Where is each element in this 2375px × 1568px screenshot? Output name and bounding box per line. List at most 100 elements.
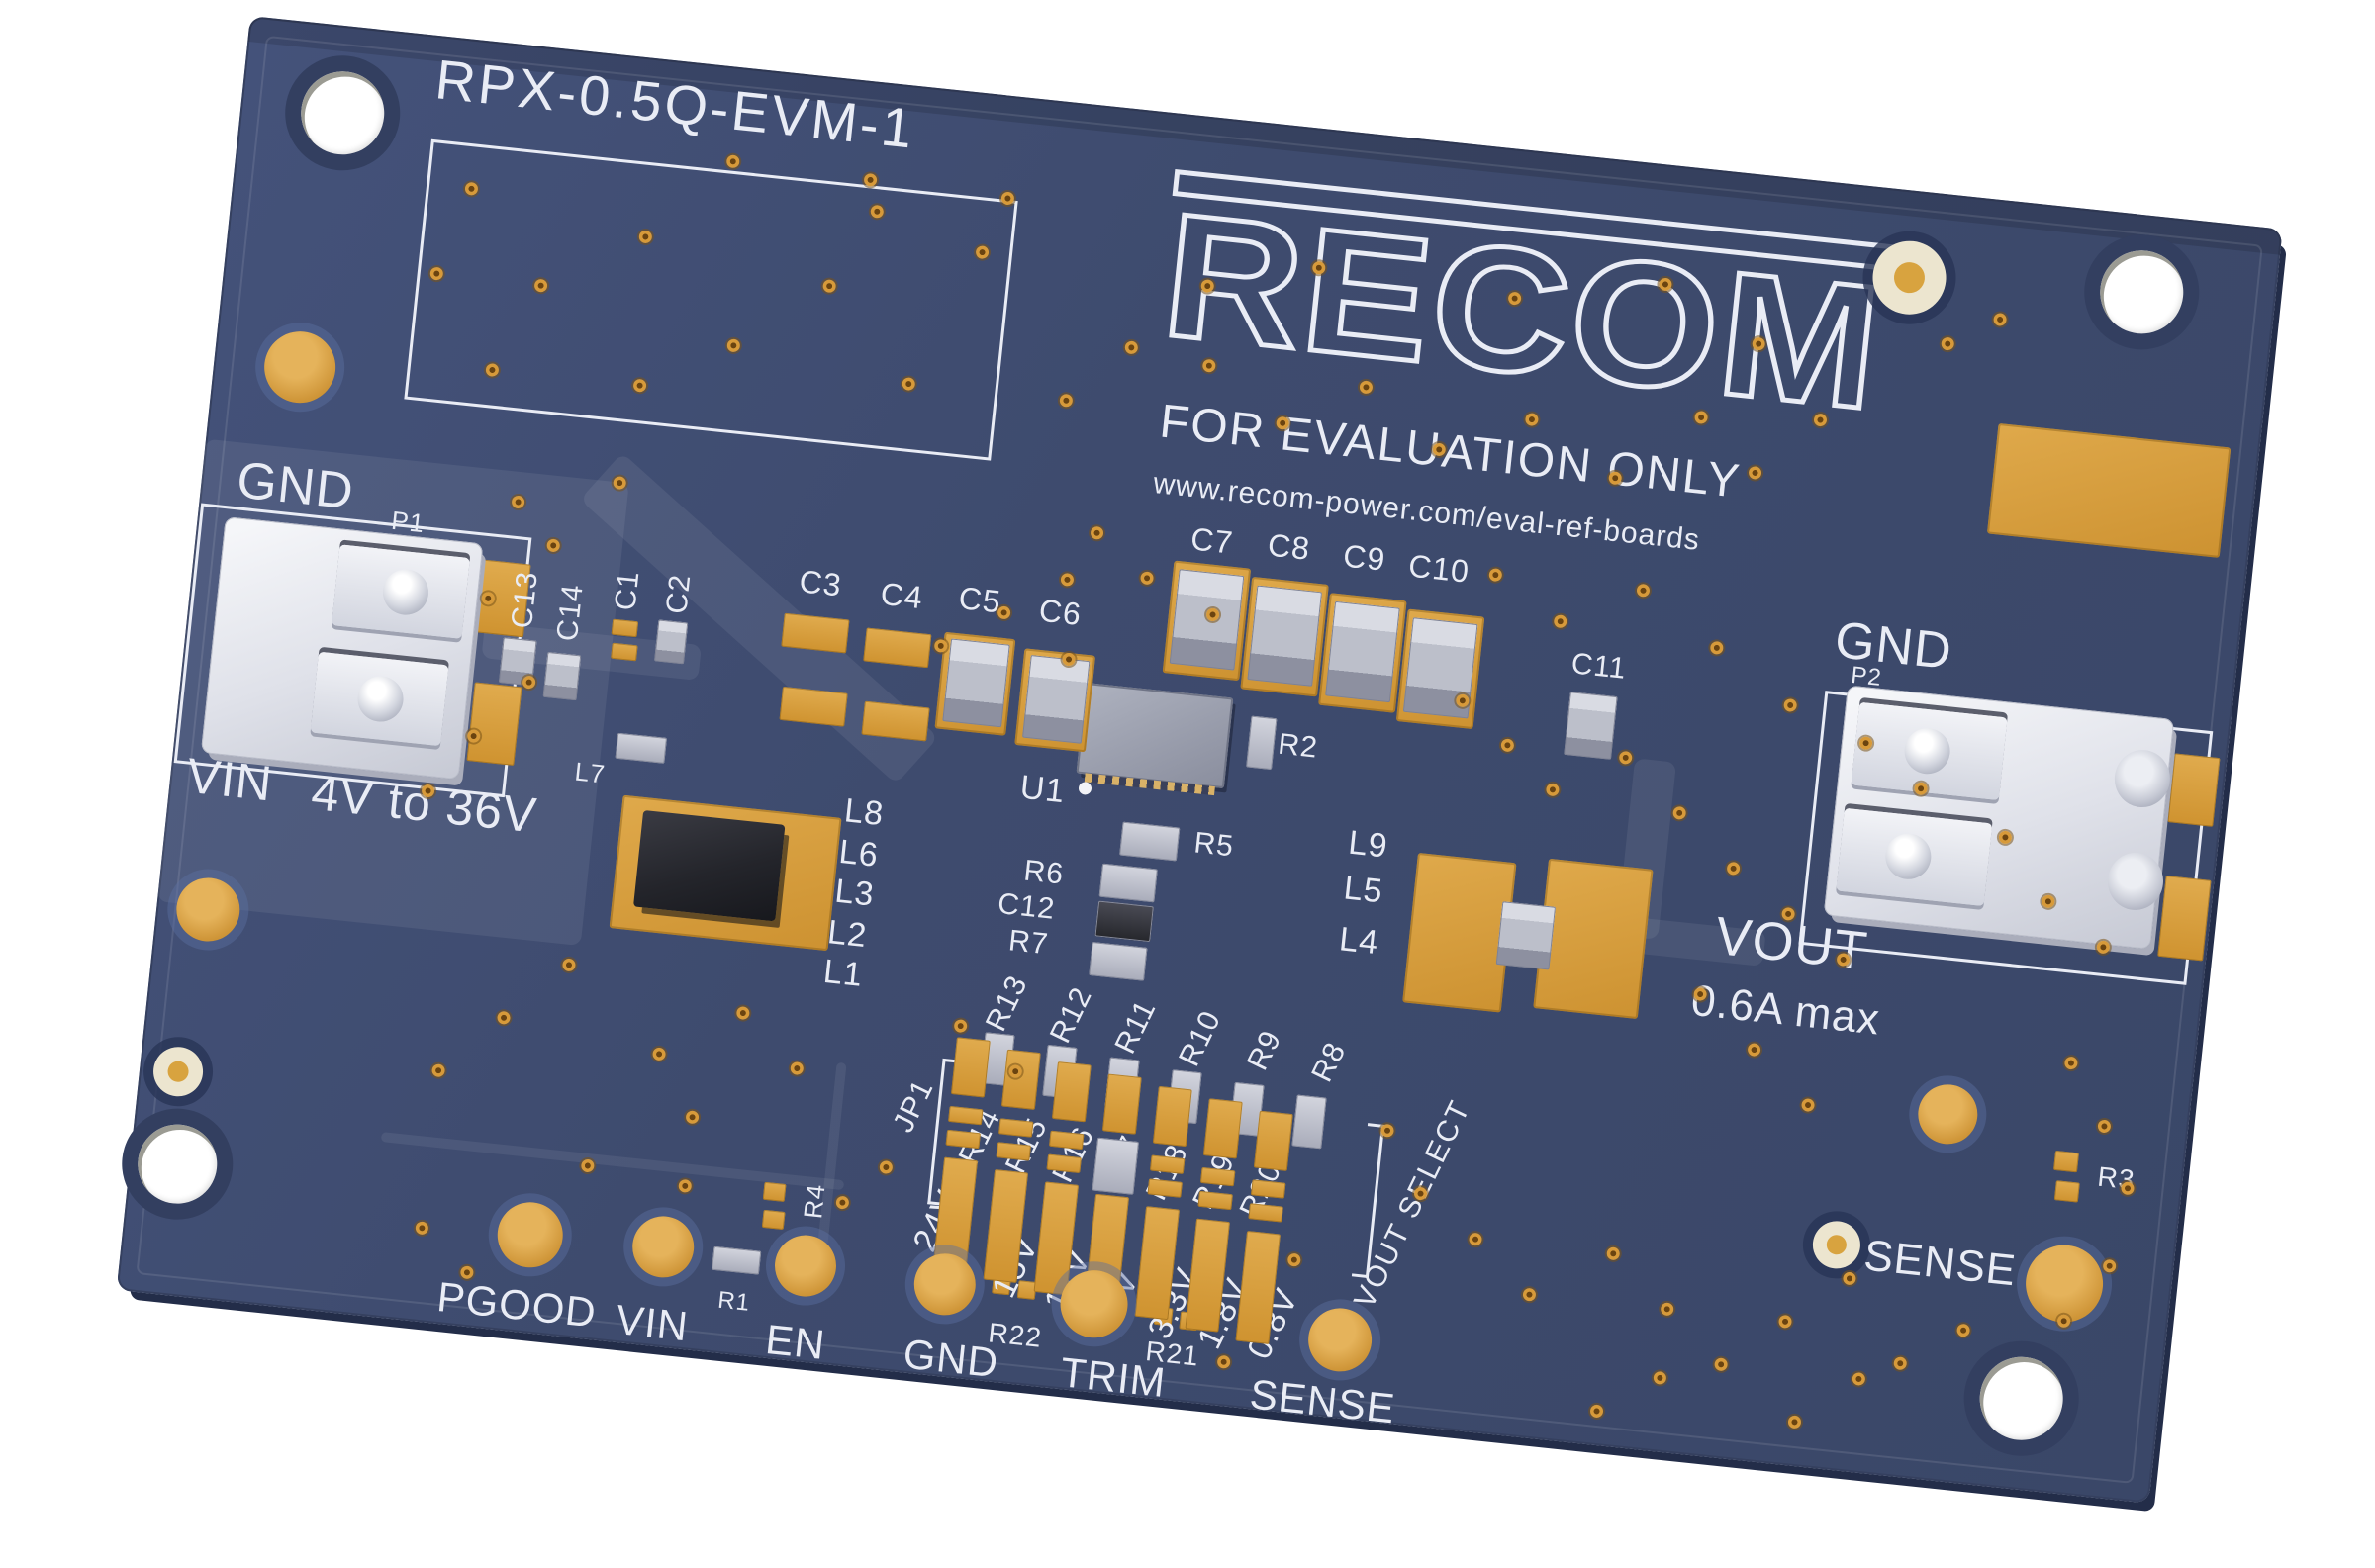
- silkscreen-c5: C5: [957, 580, 1003, 620]
- resistor-r2: [1246, 715, 1278, 771]
- output-pad-2: [2157, 876, 2212, 962]
- silkscreen-c9: C9: [1341, 537, 1388, 578]
- refdes-c12: C12: [996, 886, 1057, 926]
- output-screw-1: [1902, 725, 1952, 777]
- ic-u1-refdes: U1: [1018, 768, 1068, 811]
- ladder-top-pad-2: [1051, 1061, 1092, 1123]
- silkscreen-c14: C14: [550, 582, 590, 643]
- resistor-r7: [1089, 942, 1148, 981]
- input-gnd-label: GND: [234, 451, 357, 521]
- r3-pad-2: [2053, 1180, 2080, 1203]
- silkscreen-vin: VIN: [614, 1296, 691, 1350]
- inductor-body: [633, 809, 786, 922]
- ladder-mid-pad-b-5: [1197, 1190, 1233, 1211]
- silkscreen-c13: C13: [505, 569, 544, 630]
- refdes-r4: R4: [798, 1182, 831, 1221]
- input-terminal-block: [200, 516, 484, 781]
- silkscreen-en: EN: [763, 1315, 828, 1368]
- c1-pad-2: [611, 642, 638, 662]
- capacitor-c5: [942, 638, 1010, 728]
- silkscreen-trim: TRIM: [1058, 1348, 1169, 1407]
- ladder-mid-pad-a-2: [1048, 1130, 1085, 1151]
- input-clamp-1: [332, 544, 470, 639]
- out-inductor-component: [1495, 901, 1557, 970]
- ladder-mid-pad-b-4: [1147, 1178, 1183, 1198]
- ic-u1-body: [1076, 682, 1234, 796]
- pcb-board: RPX-0.5Q-EVM-1 RECOM FOR EVALUATION ONLY…: [116, 16, 2283, 1504]
- resistor-r1: [712, 1245, 762, 1275]
- capacitor-c6: [1022, 654, 1091, 744]
- component-near-l7: [615, 732, 667, 764]
- r4-pad-1: [762, 1181, 787, 1202]
- resistor-r6: [1098, 863, 1158, 903]
- ladder-mid-pad-a-4: [1149, 1154, 1186, 1174]
- silkscreen-l1: L1: [821, 952, 865, 994]
- input-screw-2: [355, 674, 406, 724]
- silkscreen-l8: L8: [842, 791, 887, 834]
- ladder-mid-pad-a-6: [1250, 1179, 1286, 1199]
- input-refdes: P1: [390, 505, 427, 539]
- ladder-mid-pad-a-0: [948, 1105, 984, 1126]
- r4-pad-2: [761, 1209, 786, 1231]
- ladder-top-pad-1: [1000, 1049, 1041, 1110]
- input-pad-2: [466, 682, 522, 766]
- capacitor-c14: [542, 651, 582, 701]
- r3-pad-1: [2053, 1150, 2079, 1173]
- silkscreen-l9: L9: [1346, 823, 1390, 866]
- input-clamp-2: [310, 651, 449, 747]
- ladder-top-pad-6: [1253, 1110, 1293, 1171]
- refdes-r1: R1: [716, 1286, 752, 1317]
- input-screw-1: [380, 567, 431, 617]
- silkscreen-c6: C6: [1037, 592, 1084, 632]
- silkscreen-c1: C1: [609, 569, 646, 612]
- ladder-mid-pad-b-1: [996, 1142, 1031, 1161]
- ladder-mid-pad-a-1: [998, 1118, 1034, 1138]
- silkscreen-l6: L6: [837, 832, 881, 875]
- output-clamp-1: [1851, 701, 2008, 801]
- refdes-r6: R6: [1022, 854, 1066, 891]
- silkscreen-c8: C8: [1266, 526, 1312, 567]
- input-vin-label: VIN: [184, 747, 276, 812]
- silkscreen-c4: C4: [879, 575, 925, 616]
- silkscreen-l4: L4: [1337, 920, 1381, 963]
- output-wire-hole-1: [2111, 747, 2173, 810]
- capacitor-c2: [654, 619, 689, 665]
- ladder-mid-pad-b-2: [1046, 1153, 1082, 1174]
- refdes-l7: L7: [573, 756, 608, 789]
- ladder-top-pad-4: [1152, 1085, 1192, 1148]
- silkscreen-l5: L5: [1342, 869, 1385, 911]
- capacitor-c12: [1094, 900, 1154, 943]
- resistor-r5: [1119, 821, 1181, 862]
- silkscreen-c10: C10: [1406, 547, 1472, 590]
- ladder-mid-pad-b-0: [945, 1129, 981, 1150]
- capacitor-c8: [1247, 585, 1323, 687]
- ladder-top-pad-0: [950, 1037, 991, 1098]
- ladder-top-pad-5: [1202, 1098, 1243, 1159]
- output-terminal-block: [1823, 685, 2175, 950]
- silkscreen-c7: C7: [1188, 520, 1236, 561]
- refdes-c11: C11: [1569, 647, 1629, 686]
- refdes-r2: R2: [1276, 727, 1320, 765]
- silkscreen-c2: C2: [660, 572, 698, 616]
- silkscreen-l3: L3: [832, 872, 877, 914]
- c3-pad-top: [781, 612, 850, 654]
- c1-pad-1: [611, 618, 639, 638]
- ladder-mid-pad-a-5: [1199, 1166, 1236, 1187]
- capacitor-c7: [1169, 569, 1245, 671]
- c4-pad-top: [863, 627, 932, 669]
- ladder-top-pad-3: [1101, 1073, 1142, 1135]
- c4-pad-bottom: [861, 700, 930, 742]
- capacitor-c11: [1564, 692, 1618, 760]
- ladder-mid-pad-b-6: [1248, 1203, 1283, 1223]
- silkscreen-c3: C3: [798, 563, 844, 603]
- silkscreen-l2: L2: [825, 913, 870, 956]
- capacitor-c9: [1325, 600, 1400, 703]
- output-pad-1: [2167, 753, 2221, 827]
- refdes-r5: R5: [1191, 826, 1236, 864]
- output-clamp-2: [1836, 807, 1993, 907]
- c3-pad-bottom: [779, 686, 848, 727]
- output-screw-2: [1883, 831, 1934, 882]
- silkscreen-gnd: GND: [901, 1330, 1001, 1387]
- resistor-r17-mounted: [1092, 1137, 1139, 1195]
